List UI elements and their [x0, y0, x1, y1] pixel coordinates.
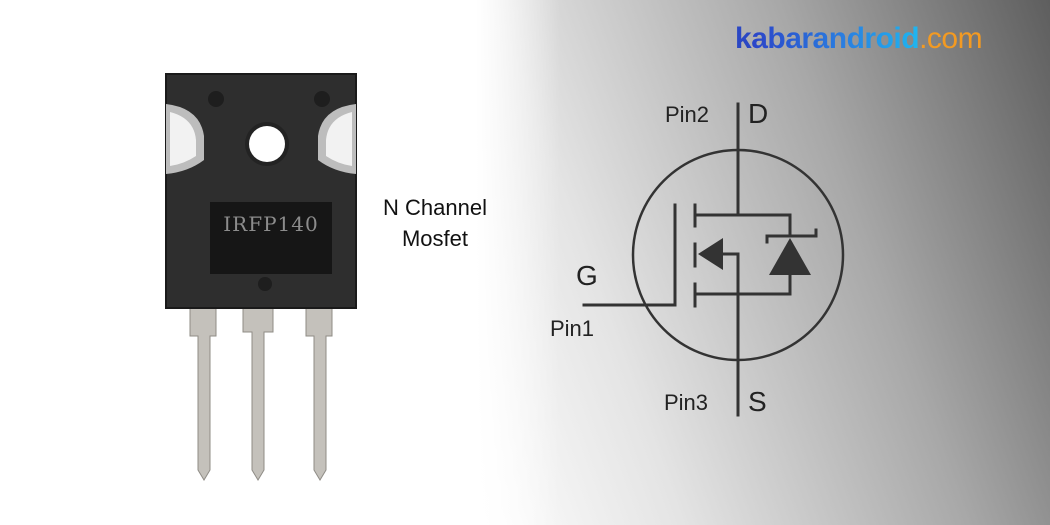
part-label-line1: N Channel — [383, 195, 487, 220]
source-letter: S — [748, 386, 767, 417]
logo-tld: .com — [919, 22, 983, 55]
drain-letter: D — [748, 98, 769, 129]
part-type-label: N Channel Mosfet — [365, 192, 505, 254]
logo-wordmark: abarandroid — [751, 22, 920, 55]
mosfet-schematic: Pin2 D G Pin1 Pin3 S — [540, 90, 860, 430]
gate-pin-label: Pin1 — [550, 316, 595, 341]
part-label-line2: Mosfet — [401, 226, 469, 251]
source-pin-label: Pin3 — [664, 390, 709, 415]
drain-pin-label: Pin2 — [665, 102, 710, 127]
n-channel-mosfet-symbol — [582, 102, 845, 417]
gate-letter: G — [576, 260, 598, 291]
logo-k-mark: k — [735, 22, 752, 55]
component-marking: IRFP140 — [223, 212, 319, 236]
component-leads — [189, 299, 333, 481]
mosfet-component-photo: IRFP140 — [160, 68, 360, 488]
site-logo[interactable]: kabarandroid.com — [735, 22, 983, 56]
